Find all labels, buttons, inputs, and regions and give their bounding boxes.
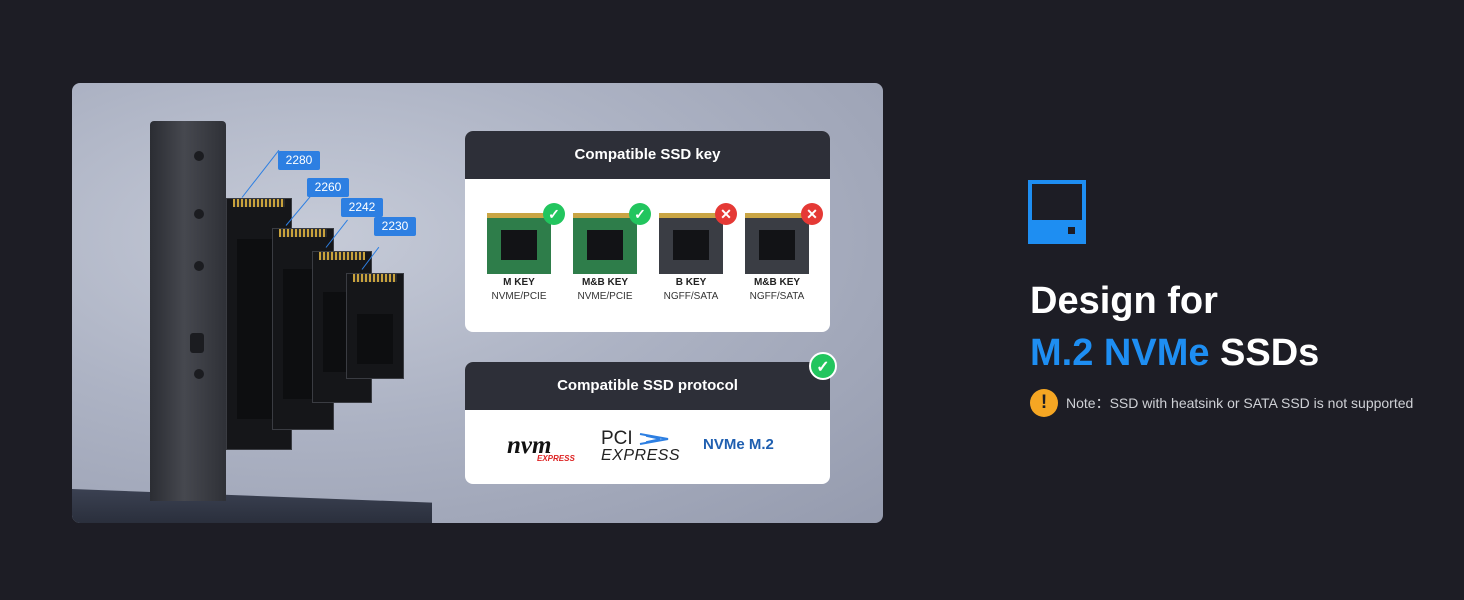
ssd-drive-icon <box>1028 180 1086 244</box>
key-protocol: NVME/PCIE <box>577 291 633 302</box>
headline-line-2: M.2 NVMe SSDs <box>1030 332 1319 375</box>
check-icon: ✓ <box>809 352 837 380</box>
key-name: M&B KEY <box>581 277 629 288</box>
headline-highlight: M.2 NVMe <box>1030 332 1210 374</box>
enclosure-screw <box>190 333 204 353</box>
warning-icon: ! <box>1030 389 1058 417</box>
key-option-m-key: ✓ M KEY NVME/PCIE <box>479 203 565 302</box>
size-tag-2242: 2242 <box>341 198 383 217</box>
nvme-m2-text: NVMe M.2 <box>703 436 774 453</box>
key-option-b-key: ✕ B KEY NGFF/SATA <box>651 203 737 302</box>
key-option-mb-key-sata: ✕ M&B KEY NGFF/SATA <box>737 203 823 302</box>
key-name: M KEY <box>503 277 535 288</box>
enclosure-dot <box>194 209 204 219</box>
ssd-key-card-title: Compatible SSD key <box>465 131 830 179</box>
size-tag-2280: 2280 <box>278 151 320 170</box>
size-tag-2230: 2230 <box>374 217 416 236</box>
ssd-protocol-card-title: Compatible SSD protocol <box>465 362 830 410</box>
m2-board-image: ✕ <box>745 203 823 274</box>
nvm-express-logo: nvm EXPRESS <box>507 432 575 463</box>
key-protocol: NVME/PCIE <box>491 291 547 302</box>
check-icon: ✓ <box>629 203 651 225</box>
tag-pointer <box>241 149 280 198</box>
ssd-protocol-card: Compatible SSD protocol nvm EXPRESS PCI … <box>465 362 830 484</box>
pci-express-logo: PCI EXPRESS <box>601 428 680 465</box>
ssd-key-card: Compatible SSD key ✓ M KEY NVME/PCIE ✓ M… <box>465 131 830 332</box>
key-name: M&B KEY <box>753 277 801 288</box>
headline-rest: SSDs <box>1220 332 1320 374</box>
key-name: B KEY <box>675 277 707 288</box>
enclosure-dot <box>194 369 204 379</box>
floor-shadow <box>72 489 432 523</box>
size-tag-2260: 2260 <box>307 178 349 197</box>
nvm-logo-subtext: EXPRESS <box>537 454 575 463</box>
key-protocol: NGFF/SATA <box>663 291 719 302</box>
m2-board-image: ✓ <box>487 203 565 274</box>
pci-logo-text: PCI <box>601 428 633 449</box>
m2-board-image: ✕ <box>659 203 737 274</box>
enclosure-dot <box>194 151 204 161</box>
check-icon: ✓ <box>543 203 565 225</box>
ssd-enclosure-image <box>150 121 226 501</box>
key-option-mb-key-nvme: ✓ M&B KEY NVME/PCIE <box>565 203 651 302</box>
pci-chevron-icon <box>639 432 669 445</box>
compatibility-note: ! Note：SSD with heatsink or SATA SSD is … <box>1030 389 1414 417</box>
note-text: Note：SSD with heatsink or SATA SSD is no… <box>1066 395 1414 411</box>
cross-icon: ✕ <box>801 203 823 225</box>
pci-logo-subtext: EXPRESS <box>601 447 681 464</box>
nvm-logo-text: nvm <box>507 432 552 459</box>
cross-icon: ✕ <box>715 203 737 225</box>
enclosure-dot <box>194 261 204 271</box>
m2-board-image: ✓ <box>573 203 651 274</box>
headline-line-1: Design for <box>1030 280 1218 322</box>
ssd-2230 <box>346 273 404 379</box>
key-protocol: NGFF/SATA <box>749 291 805 302</box>
